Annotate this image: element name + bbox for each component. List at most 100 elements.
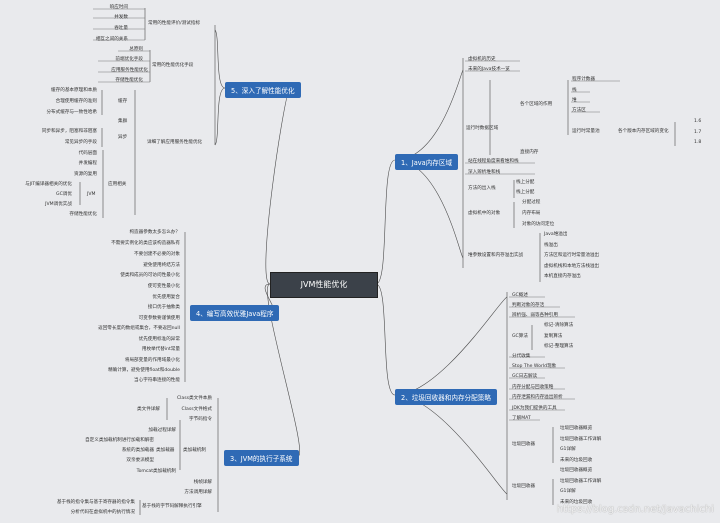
item-f24[interactable]: 栈溢出 [544,243,558,248]
item-e9[interactable]: 双亲委派模型 [126,458,154,463]
item-g4[interactable]: 标记-清除算法 [544,323,574,328]
item-g17[interactable]: G1详解 [560,447,576,452]
item-e13[interactable]: 方法调用详解 [184,490,212,495]
item-f20[interactable]: 内存布局 [522,211,541,216]
item-d1[interactable]: 构造器参数太多怎么办？ [129,230,180,235]
item-g8[interactable]: 分代收集 [512,354,531,359]
item-d13[interactable]: 将局部变量的作用域最小化 [124,358,180,363]
item-f17[interactable]: 栈上分配 [516,180,535,185]
branch-jvm[interactable]: JVM [87,192,96,197]
item-g5[interactable]: 复制算法 [544,334,563,339]
item-e1[interactable]: Class类文件本质 [176,396,212,401]
leaf-sync-async[interactable]: 同步和异步，阻塞和非阻塞 [41,129,97,134]
branch-g24[interactable]: 垃圾回收器 [512,484,535,489]
item-f16[interactable]: 深入辨析堆和栈 [468,170,501,175]
leaf-relations[interactable]: 相互之间的关系 [95,37,128,42]
item-d14[interactable]: 精确计算，避免使用float和double [108,368,180,373]
item-f26[interactable]: 虚拟机栈和本地方法栈溢出 [544,264,600,269]
item-g3[interactable]: 辨析强、弱等各种引用 [512,313,558,318]
item-f3[interactable]: 程序计数器 [572,77,595,82]
item-f25[interactable]: 方法区和运行时常量池溢出 [544,253,600,258]
item-g1[interactable]: GC概述 [512,293,528,298]
item-g6[interactable]: 标记-整理算法 [544,344,574,349]
topic-java-memory[interactable]: 1、Java内存区域 [395,154,459,170]
topic-efficient-java[interactable]: 4、编写高效优雅Java程序 [190,305,280,321]
topic-gc-strategy[interactable]: 2、垃圾回收器和内存分配策略 [395,389,497,405]
branch-app-related[interactable]: 应用相关 [108,182,127,187]
center-node[interactable]: JVM性能优化 [270,272,378,298]
item-f23[interactable]: Java堆溢出 [544,232,568,237]
leaf-gc-tuning[interactable]: GC调优 [56,192,72,197]
item-f9[interactable]: 1.7 [694,130,702,135]
branch-e16[interactable]: 基于栈的字节码解释执行引擎 [142,504,202,509]
leaf-response-time[interactable]: 响应时间 [109,5,128,10]
item-e3[interactable]: 字节码指令 [189,417,212,422]
leaf-frontend-opt[interactable]: 前端优化手段 [115,57,143,62]
branch-f7[interactable]: 各个区域的作用 [520,102,553,107]
branch-opt-methods[interactable]: 常用的性能优化手段 [152,63,194,68]
leaf-resource-reuse[interactable]: 资源的复用 [74,172,97,177]
branch-e4[interactable]: 类文件详解 [137,407,160,412]
branch-cache[interactable]: 缓存 [118,99,128,104]
branch-cluster[interactable]: 集群 [118,119,128,124]
leaf-jit[interactable]: 与JIT编译器相关的优化 [25,182,72,187]
leaf-cache-basics[interactable]: 缓存的基本原理和本质 [51,88,97,93]
leaf-async-means[interactable]: 常见异步的手段 [64,140,97,145]
leaf-cache-rules[interactable]: 合理使用缓存的准则 [55,99,97,104]
leaf-consistent-hash[interactable]: 分布式缓存与一致性哈希 [46,110,97,115]
item-d5[interactable]: 使类和成员的可访问性最小化 [120,273,180,278]
item-d4[interactable]: 避免使用终结方法 [143,263,180,268]
leaf-jvm-tuning[interactable]: JVM调优实战 [45,202,72,207]
item-g12[interactable]: 内存泄漏和内存溢出辨析 [512,395,563,400]
item-f13[interactable]: 直接内存 [520,150,539,155]
item-f17b[interactable]: 栈上分配 [516,190,535,195]
item-d2[interactable]: 不需要实例化的类应该构造器私有 [111,241,180,246]
branch-g7[interactable]: GC算法 [512,334,528,339]
item-f10[interactable]: 1.8 [694,140,702,145]
item-g23[interactable]: 未来的垃圾回收 [560,500,593,505]
leaf-concurrency[interactable]: 并发数 [114,15,128,20]
branch-g19[interactable]: 垃圾回收器 [512,442,535,447]
leaf-throughput[interactable]: 吞吐量 [114,26,128,31]
item-e15[interactable]: 分析代码在虚拟机中的执行情况 [70,510,135,515]
item-g18[interactable]: 未来的垃圾回收 [560,458,593,463]
item-f4[interactable]: 栈 [572,88,577,93]
item-f5[interactable]: 堆 [572,98,577,103]
branch-async[interactable]: 异步 [118,135,128,140]
item-g13[interactable]: JDK为我们提供的工具 [512,406,557,411]
item-f27[interactable]: 本机直接内存溢出 [544,274,581,279]
item-g11[interactable]: 内存分配与回收策略 [512,385,554,390]
leaf-principle[interactable]: 总原则 [129,47,143,52]
branch-f28[interactable]: 堆参数设置和内存溢出实战 [468,253,524,258]
item-d8[interactable]: 接口优于抽象类 [147,305,180,310]
item-d3[interactable]: 不要创建不必要的对象 [134,252,180,257]
item-d9[interactable]: 可变参数要谨慎使用 [138,316,180,321]
branch-e11[interactable]: 类加载机制 [183,448,206,453]
branch-f18[interactable]: 方法的出入栈 [468,186,496,191]
item-e2[interactable]: Class文件格式 [181,407,212,412]
item-g21[interactable]: 垃圾回收器工作详解 [560,479,602,484]
item-g20[interactable]: 垃圾回收器概览 [560,468,593,473]
item-d11[interactable]: 优先使用标准的异常 [138,337,180,342]
item-d15[interactable]: 当心字符串连接的性能 [134,378,180,383]
item-g2[interactable]: 判断对象的存活 [512,303,545,308]
item-g16[interactable]: 垃圾回收器工作详解 [560,437,602,442]
topic-performance[interactable]: 5、深入了解性能优化 [225,82,301,98]
item-e6[interactable]: 自定义类加载机制进行加载和解密 [85,438,154,443]
branch-f22[interactable]: 虚拟机中的对象 [468,211,501,216]
item-e8[interactable]: 系统的类加载器 [121,448,154,453]
item-f15[interactable]: 站在线程角度来看堆和栈 [468,159,519,164]
item-d12[interactable]: 用枚举代替int常量 [141,347,180,352]
item-d10[interactable]: 返回零长度的数组或集合，不要返回null [98,326,180,331]
item-f1[interactable]: 虚拟机的历史 [468,57,496,62]
item-d7[interactable]: 优先使用复合 [152,295,180,300]
leaf-app-server-opt[interactable]: 应用服务性能优化 [111,68,148,73]
item-g9[interactable]: Stop The World现象 [512,364,557,369]
item-d6[interactable]: 使可变性最小化 [147,284,180,289]
item-g10[interactable]: GC日志解读 [512,374,538,379]
leaf-storage-opt[interactable]: 存储性能优化 [115,78,143,83]
branch-f14[interactable]: 运行时数据区域 [466,126,499,131]
item-e12[interactable]: 栈帧详解 [193,480,212,485]
leaf-concurrent-prog[interactable]: 并发编程 [78,161,97,166]
item-f8[interactable]: 1.6 [694,119,702,124]
